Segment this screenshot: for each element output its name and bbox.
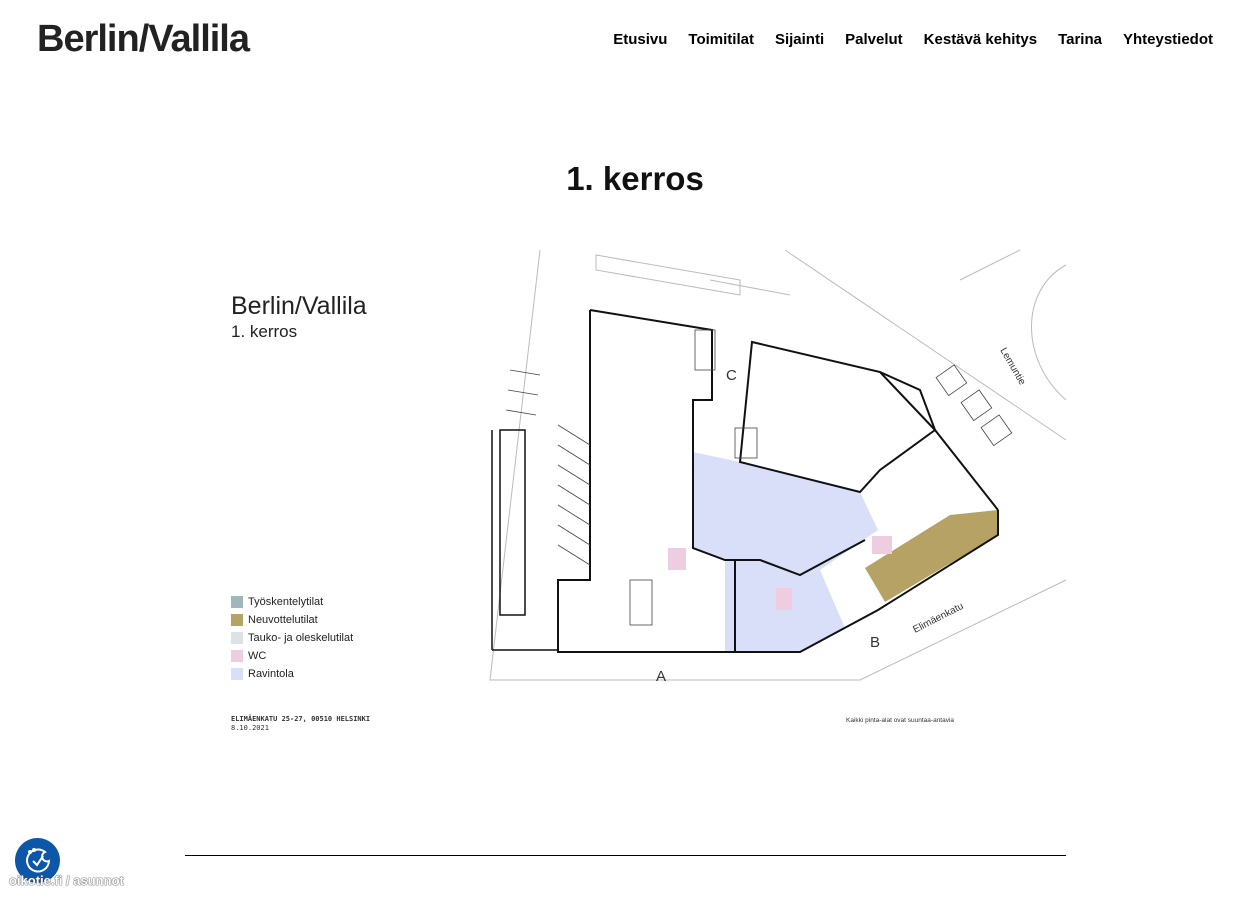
main-nav: Etusivu Toimitilat Sijainti Palvelut Kes…	[613, 31, 1213, 48]
nav-kestava-kehitys[interactable]: Kestävä kehitys	[923, 31, 1038, 48]
legend-item: Työskentelytilat	[231, 593, 353, 611]
nav-yhteystiedot[interactable]: Yhteystiedot	[1122, 31, 1213, 48]
legend-label: Työskentelytilat	[248, 596, 324, 608]
legend-label: WC	[248, 650, 267, 662]
legend-swatch	[231, 668, 243, 680]
footer-divider	[185, 855, 1066, 856]
legend-swatch	[231, 614, 243, 626]
floor-plan-drawing: A B C Lemuntie Elimäenkatu	[489, 249, 1067, 685]
legend-item: Ravintola	[231, 665, 353, 683]
cookie-check-icon	[25, 847, 50, 872]
street-lemuntie: Lemuntie	[997, 346, 1027, 388]
nav-etusivu[interactable]: Etusivu	[613, 31, 668, 48]
legend-item: WC	[231, 647, 353, 665]
legend-swatch	[231, 650, 243, 662]
plan-note: Kaikki pinta-alat ovat suuntaa-antavia	[846, 717, 955, 724]
plan-subtitle: 1. kerros	[231, 322, 298, 341]
plan-address-block: ELIMÄENKATU 25-27, 00510 HELSINKI 8.10.2…	[231, 715, 370, 733]
legend-label: Tauko- ja oleskelutilat	[248, 632, 354, 644]
street-elimaenkatu: Elimäenkatu	[911, 601, 965, 636]
legend-swatch	[231, 596, 243, 608]
nav-sijainti[interactable]: Sijainti	[774, 31, 825, 48]
nav-toimitilat[interactable]: Toimitilat	[688, 31, 754, 48]
legend-item: Neuvottelutilat	[231, 611, 353, 629]
page-title: 1. kerros	[566, 160, 704, 197]
plan-title: Berlin/Vallila	[231, 292, 367, 320]
floor-plan-rooms	[668, 452, 998, 652]
plan-date: 8.10.2021	[231, 724, 269, 732]
cookie-settings-button[interactable]	[15, 838, 60, 883]
entrance-c-label: C	[726, 367, 737, 384]
legend-label: Neuvottelutilat	[248, 614, 318, 626]
legend-item: Tauko- ja oleskelutilat	[231, 629, 353, 647]
plan-legend: Työskentelytilat Neuvottelutilat Tauko- …	[231, 593, 353, 683]
nav-tarina[interactable]: Tarina	[1058, 31, 1102, 48]
entrance-b-label: B	[870, 634, 880, 651]
legend-swatch	[231, 632, 243, 644]
nav-palvelut[interactable]: Palvelut	[845, 31, 903, 48]
legend-label: Ravintola	[248, 668, 294, 680]
entrance-a-label: A	[656, 668, 666, 685]
watermark: oikotie.fi / asunnot	[9, 873, 124, 888]
plan-address: ELIMÄENKATU 25-27, 00510 HELSINKI	[231, 715, 371, 723]
logo[interactable]: Berlin/Vallila	[37, 18, 250, 60]
